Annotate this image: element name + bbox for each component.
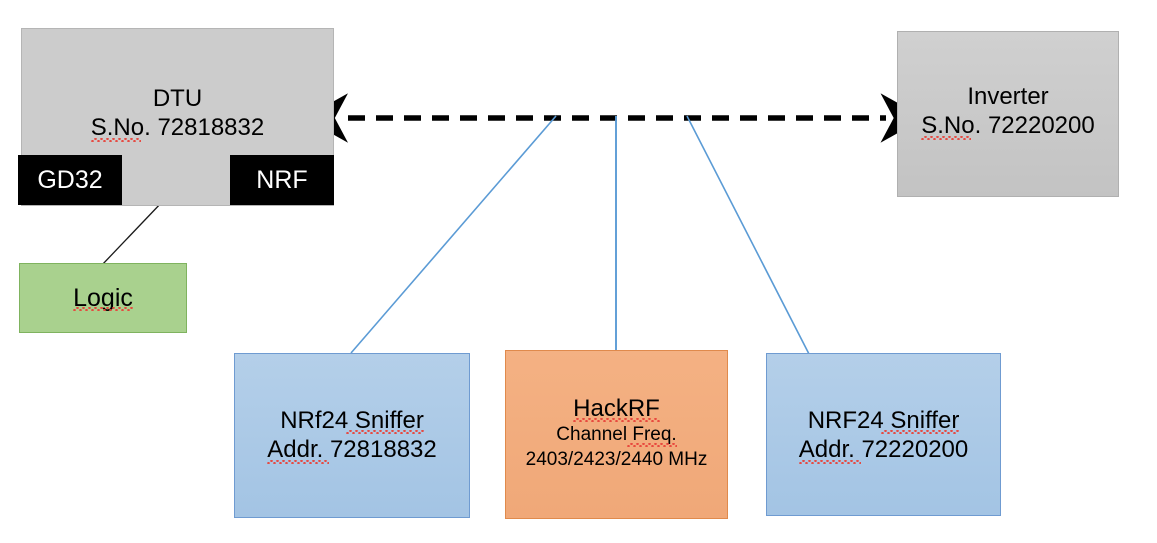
spellcheck-underline [798, 459, 861, 464]
sniffer-left-line2: Addr. 72818832 [267, 436, 437, 464]
node-gd32[interactable]: GD32 [18, 155, 122, 205]
edge-tap-sniffer-left [350, 115, 557, 354]
node-logic[interactable]: Logic [19, 263, 187, 333]
dtu-title: DTU [152, 85, 203, 112]
spellcheck-underline [267, 459, 330, 464]
logic-label: Logic [73, 283, 133, 312]
inverter-serial: S.No. 72220200 [921, 112, 1095, 140]
node-nrf[interactable]: NRF [230, 155, 334, 205]
sniffer-right-line1: NRF24 Sniffer [807, 407, 960, 435]
sniffer-left-line1: NRf24 Sniffer [280, 407, 424, 435]
node-hackrf[interactable]: HackRF Channel Freq. 2403/2423/2440 MHz [505, 350, 728, 519]
node-sniffer-right[interactable]: NRF24 Sniffer Addr. 72220200 [766, 353, 1001, 516]
logic-label-wrap: Logic [73, 283, 133, 314]
node-sniffer-left[interactable]: NRf24 Sniffer Addr. 72818832 [234, 353, 470, 518]
spellcheck-underline [921, 135, 972, 140]
nrf-label: NRF [256, 165, 308, 194]
hackrf-frequencies: 2403/2423/2440 MHz [525, 448, 708, 470]
spellcheck-underline [73, 307, 133, 312]
hackrf-title: HackRF [573, 395, 660, 423]
edge-tap-sniffer-right [686, 115, 810, 355]
hackrf-channel-label: Channel Freq. [556, 424, 677, 447]
spellcheck-underline [881, 430, 960, 435]
dtu-serial: S.No. 72818832 [90, 114, 265, 142]
spellcheck-underline [90, 137, 141, 142]
spellcheck-underline [345, 430, 424, 435]
spellcheck-underline [573, 418, 660, 423]
spellcheck-underline [626, 442, 677, 447]
inverter-title: Inverter [967, 83, 1049, 110]
gd32-label: GD32 [37, 165, 103, 194]
node-inverter[interactable]: Inverter S.No. 72220200 [897, 31, 1119, 197]
sniffer-right-line2: Addr. 72220200 [798, 436, 969, 464]
